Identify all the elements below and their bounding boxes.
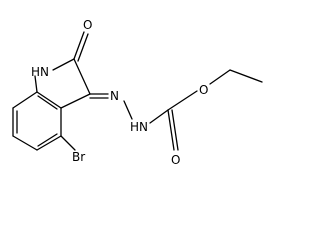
atom-labels: O HN N HN Br O O — [31, 18, 208, 167]
bond-ch2-ch3 — [229, 69, 263, 83]
bond-carbonyl-o-b — [171, 109, 179, 151]
bond-c7a-n1 — [34, 75, 38, 93]
bond-c3-c3a — [60, 93, 91, 109]
bond-c2-o-a — [73, 31, 85, 60]
bonds — [12, 31, 263, 151]
bond-c6-c5 — [12, 135, 38, 151]
atom-hydrazone-nitrogen: N — [110, 89, 119, 103]
bond-c2-o-b — [77, 33, 89, 62]
atom-carbonyl-oxygen: O — [83, 18, 92, 32]
bond-carbonyl-c-ester-o — [167, 90, 198, 111]
bond-c2-c3 — [73, 58, 91, 95]
atom-ester-oxygen: O — [199, 83, 208, 97]
bond-n1-c2 — [52, 58, 75, 71]
bond-n-nh — [123, 100, 133, 120]
bond-ester-o-ch2 — [209, 69, 231, 85]
bond-carbonyl-o-a — [167, 109, 175, 151]
bond-c5-c4-inner — [37, 133, 58, 147]
bond-c7a-c7 — [12, 91, 38, 109]
atom-ring-nitrogen: HN — [31, 65, 49, 79]
bond-c4-br — [60, 135, 76, 151]
chemical-structure-diagram: O HN N HN Br O O — [12, 18, 263, 167]
atom-carbamate-carbonyl-oxygen: O — [171, 153, 180, 167]
bond-nh-carbonyl-c — [149, 109, 169, 124]
atom-hydrazide-nitrogen: HN — [130, 120, 148, 134]
bond-c3a-c7a-inner — [37, 95, 58, 110]
bond-c5-c4 — [36, 135, 62, 151]
bond-c3a-c7a — [36, 91, 62, 109]
atom-bromine: Br — [72, 150, 85, 164]
